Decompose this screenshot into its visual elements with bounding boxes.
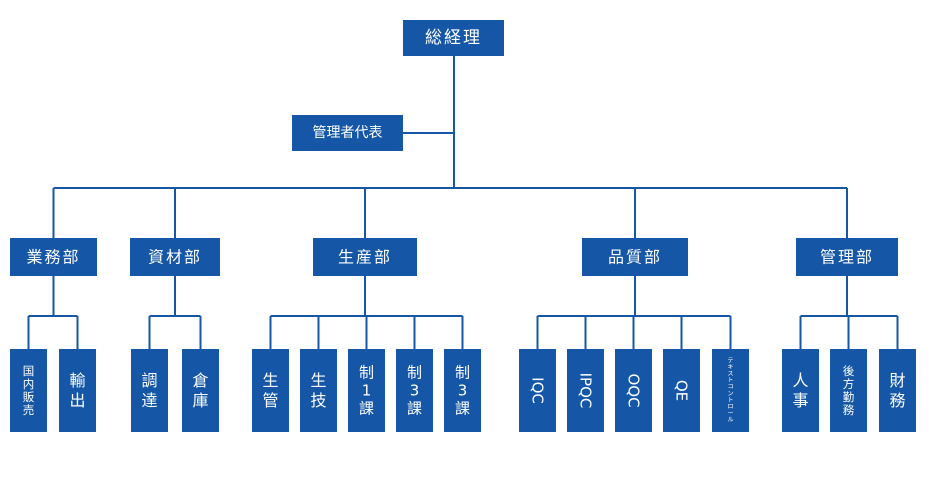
section-jinji-rect (782, 349, 819, 432)
section-oqc-rect (615, 349, 652, 432)
section-label-qe: QE (673, 380, 691, 401)
section-seigi-rect (300, 349, 337, 432)
section-label-soko: 倉庫 (192, 371, 208, 410)
section-label-ipqc: IPQC (577, 373, 595, 409)
department-shizai-rect (130, 238, 220, 276)
section-yushutsu-rect (59, 349, 96, 432)
section-iqc: IQC (519, 349, 556, 432)
section-qe: QE (663, 349, 700, 432)
section-ipqc: IPQC (567, 349, 604, 432)
section-textcontrol-rect (712, 349, 749, 432)
department-kanri: 管理部 (796, 238, 898, 276)
section-label-jinji: 人事 (792, 371, 808, 410)
department-label-shizai: 資材部 (148, 248, 202, 267)
department-seisan-rect (313, 238, 417, 276)
section-chotatsu: 調達 (131, 349, 168, 432)
section-label-oqc: OQC (625, 373, 643, 407)
section-sei3a-rect (396, 349, 433, 432)
department-label-seisan: 生産部 (338, 248, 392, 267)
section-label-seikan: 生管 (262, 371, 278, 410)
section-qe-rect (663, 349, 700, 432)
section-sei1-rect (348, 349, 385, 432)
section-oqc: OQC (615, 349, 652, 432)
section-seikan-rect (252, 349, 289, 432)
section-kohokinmu: 後方勤務 (830, 349, 867, 432)
section-label-yushutsu: 輸出 (69, 371, 85, 410)
section-zaimu: 財務 (879, 349, 916, 432)
department-label-gyomu: 業務部 (26, 248, 80, 267)
section-label-chotatsu: 調達 (141, 371, 157, 410)
section-jinji: 人事 (782, 349, 819, 432)
section-textcontrol: テキストコントロール (712, 349, 749, 432)
staff-node-label: 管理者代表 (313, 125, 383, 141)
section-iqc-rect (519, 349, 556, 432)
department-label-kanri: 管理部 (820, 248, 874, 267)
section-label-zaimu: 財務 (889, 371, 905, 410)
section-sei3b-rect (444, 349, 481, 432)
section-yushutsu: 輸出 (59, 349, 96, 432)
department-hinshitsu-rect (582, 238, 688, 276)
section-label-kohokinmu: 後方勤務 (843, 364, 855, 417)
top-node: 総経理 (403, 20, 504, 56)
staff-node-rect (292, 115, 403, 151)
section-ipqc-rect (567, 349, 604, 432)
department-label-hinshitsu: 品質部 (608, 248, 662, 267)
section-kokunai-rect (10, 349, 47, 432)
department-kanri-rect (796, 238, 898, 276)
section-zaimu-rect (879, 349, 916, 432)
section-kohokinmu-rect (830, 349, 867, 432)
top-node-label: 総経理 (425, 28, 482, 48)
department-seisan: 生産部 (313, 238, 417, 276)
section-seigi: 生技 (300, 349, 337, 432)
department-hinshitsu: 品質部 (582, 238, 688, 276)
section-label-textcontrol: テキストコントロール (727, 357, 733, 423)
top-node-rect (403, 20, 504, 56)
section-chotatsu-rect (131, 349, 168, 432)
section-label-kokunai: 国内販売 (23, 364, 35, 417)
staff-node: 管理者代表 (292, 115, 403, 151)
department-gyomu-rect (10, 238, 97, 276)
section-label-seigi: 生技 (310, 371, 326, 410)
section-seikan: 生管 (252, 349, 289, 432)
section-kokunai: 国内販売 (10, 349, 47, 432)
department-shizai: 資材部 (130, 238, 220, 276)
department-gyomu: 業務部 (10, 238, 97, 276)
section-soko: 倉庫 (182, 349, 219, 432)
section-soko-rect (182, 349, 219, 432)
section-label-iqc: IQC (529, 377, 547, 404)
